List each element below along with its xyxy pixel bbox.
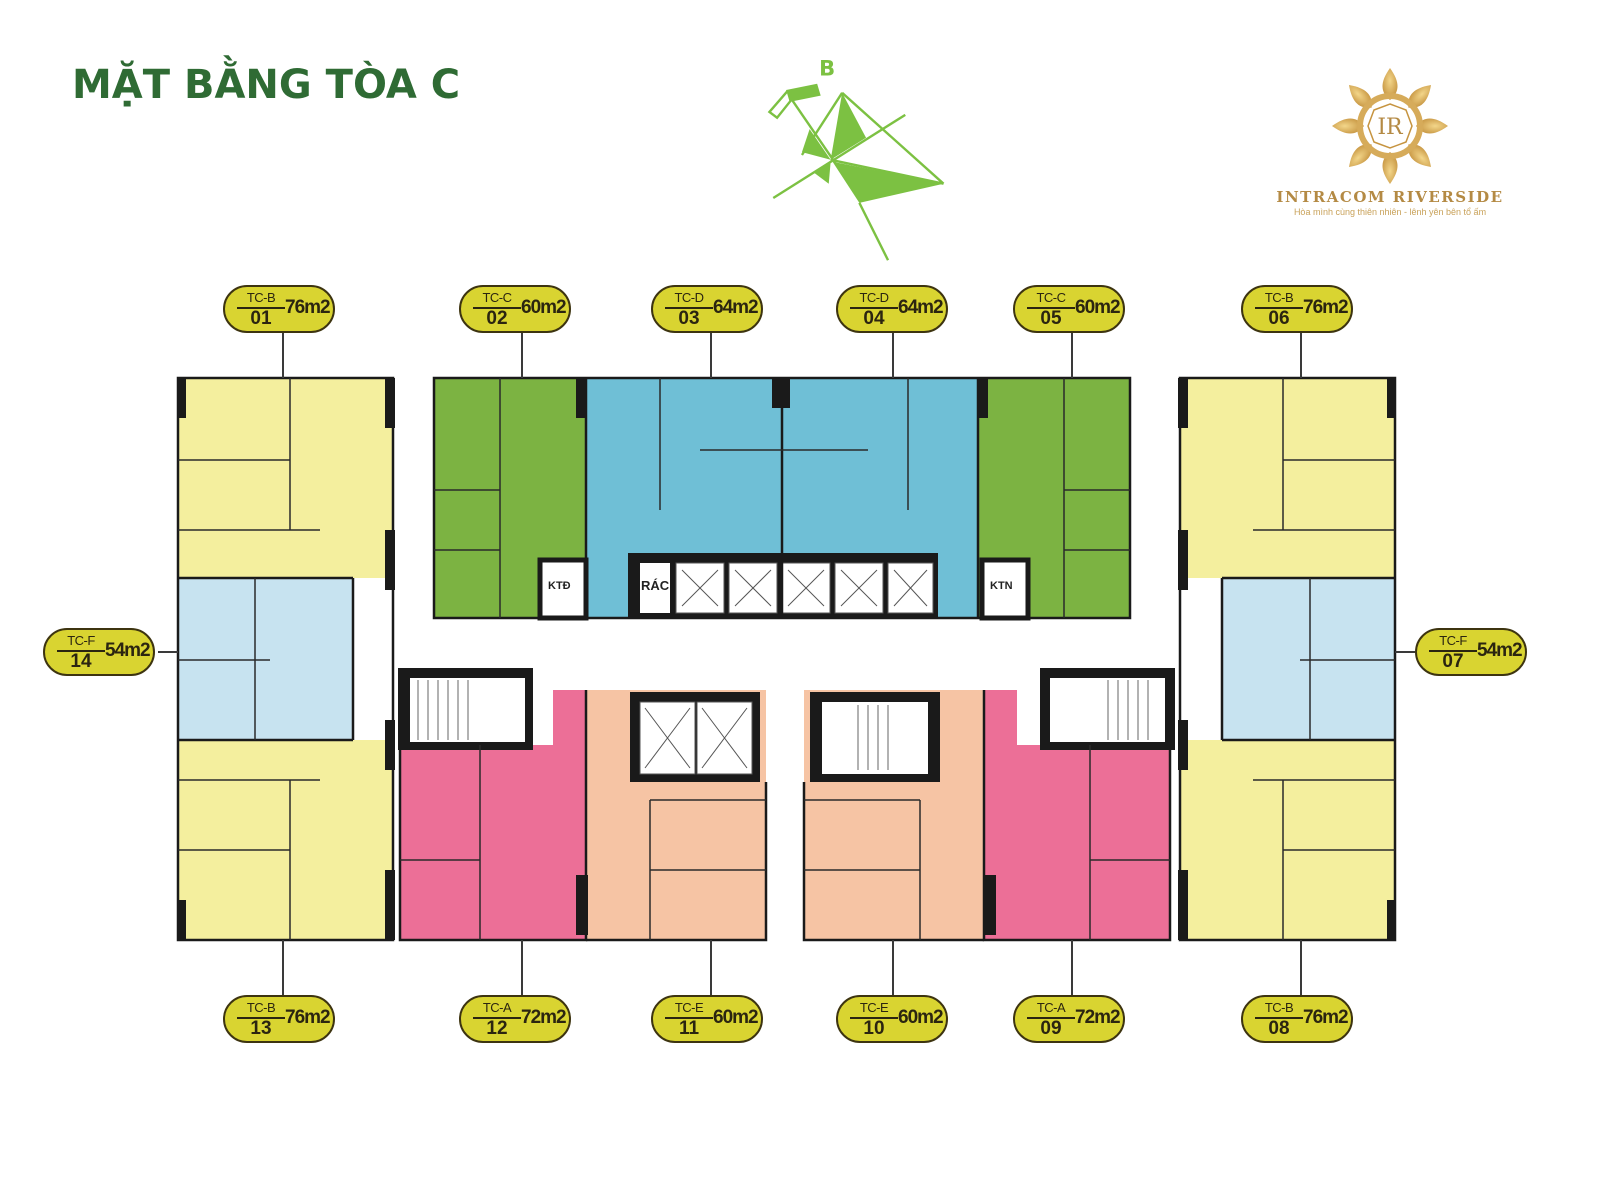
unit-area: 76m2 (285, 297, 331, 318)
unit-number: 04 (863, 308, 885, 329)
unit-type: TC-A (482, 1000, 512, 1015)
unit-area: 60m2 (521, 297, 567, 318)
brand-tagline: Hòa mình cùng thiên nhiên - lênh yên bên… (1293, 207, 1487, 217)
unit-badge-01[interactable]: TC-B 01 76m2 (223, 285, 335, 333)
unit-number: 08 (1268, 1018, 1290, 1039)
unit-badge-02[interactable]: TC-C 02 60m2 (459, 285, 571, 333)
unit-type: TC-B (1264, 1000, 1294, 1015)
brand-name: INTRACOM RIVERSIDE (1276, 188, 1504, 206)
unit-badge-06[interactable]: TC-B 06 76m2 (1241, 285, 1353, 333)
unit-number: 11 (678, 1018, 700, 1039)
unit-area: 76m2 (1303, 1007, 1349, 1028)
unit-14[interactable] (178, 578, 353, 740)
unit-badge-09[interactable]: TC-A 09 72m2 (1013, 995, 1125, 1043)
leader-09 (1071, 940, 1073, 995)
unit-area: 54m2 (1477, 640, 1523, 661)
unit-type: TC-F (1439, 633, 1467, 648)
unit-area: 64m2 (898, 297, 944, 318)
unit-badge-07[interactable]: TC-F 07 54m2 (1415, 628, 1527, 676)
unit-type: TC-A (1036, 1000, 1066, 1015)
units-fill (178, 378, 1395, 940)
unit-area: 72m2 (521, 1007, 567, 1028)
unit-07[interactable] (1222, 578, 1395, 740)
unit-type: TC-B (246, 1000, 276, 1015)
leader-08 (1300, 940, 1302, 995)
unit-area: 60m2 (1075, 297, 1121, 318)
unit-area: 60m2 (713, 1007, 759, 1028)
unit-number: 12 (486, 1018, 508, 1039)
water-room-label: KTN (990, 580, 1013, 592)
leader-05 (1071, 327, 1073, 378)
flower-emblem-icon: IR (1332, 68, 1448, 184)
unit-06[interactable] (1180, 378, 1395, 578)
unit-number: 02 (486, 308, 508, 329)
electric-room-label: KTĐ (548, 580, 571, 592)
unit-type: TC-D (859, 290, 889, 305)
water-room (979, 557, 1031, 621)
leader-02 (521, 327, 523, 378)
leader-07 (1395, 651, 1415, 653)
leader-03 (710, 327, 712, 378)
unit-number: 05 (1040, 308, 1062, 329)
unit-badge-08[interactable]: TC-B 08 76m2 (1241, 995, 1353, 1043)
unit-type: TC-B (246, 290, 276, 305)
unit-09[interactable] (984, 745, 1170, 940)
unit-area: 54m2 (105, 640, 151, 661)
trash-room-label: RÁC (641, 578, 670, 593)
unit-type: TC-C (1036, 290, 1066, 305)
unit-badge-04[interactable]: TC-D 04 64m2 (836, 285, 948, 333)
unit-area: 76m2 (1303, 297, 1349, 318)
leader-13 (282, 940, 284, 995)
unit-badge-03[interactable]: TC-D 03 64m2 (651, 285, 763, 333)
unit-type: TC-D (674, 290, 704, 305)
unit-area: 60m2 (898, 1007, 944, 1028)
unit-number: 13 (250, 1018, 272, 1039)
unit-number: 01 (250, 308, 272, 329)
unit-01[interactable] (178, 378, 393, 578)
leader-11 (710, 940, 712, 995)
unit-08[interactable] (1180, 740, 1395, 940)
leader-06 (1300, 327, 1302, 378)
brand-logo: IR INTRACOM RIVERSIDE Hòa mình cùng thiê… (1260, 66, 1520, 226)
unit-area: 76m2 (285, 1007, 331, 1028)
unit-type: TC-E (859, 1000, 889, 1015)
unit-number: 06 (1268, 308, 1290, 329)
unit-badge-10[interactable]: TC-E 10 60m2 (836, 995, 948, 1043)
unit-badge-12[interactable]: TC-A 12 72m2 (459, 995, 571, 1043)
unit-type: TC-B (1264, 290, 1294, 305)
unit-badge-05[interactable]: TC-C 05 60m2 (1013, 285, 1125, 333)
leader-12 (521, 940, 523, 995)
unit-number: 14 (70, 651, 92, 672)
unit-type: TC-E (674, 1000, 704, 1015)
unit-13[interactable] (178, 740, 393, 940)
unit-type: TC-F (67, 633, 95, 648)
leader-04 (892, 327, 894, 378)
compass-letter: B (819, 56, 835, 81)
compass-icon: B (735, 45, 955, 265)
unit-number: 07 (1442, 651, 1464, 672)
unit-area: 72m2 (1075, 1007, 1121, 1028)
unit-badge-13[interactable]: TC-B 13 76m2 (223, 995, 335, 1043)
unit-type: TC-C (482, 290, 512, 305)
unit-badge-14[interactable]: TC-F 14 54m2 (43, 628, 155, 676)
unit-number: 09 (1040, 1018, 1062, 1039)
unit-badge-11[interactable]: TC-E 11 60m2 (651, 995, 763, 1043)
leader-01 (282, 327, 284, 378)
leader-10 (892, 940, 894, 995)
page-title: MẶT BẰNG TÒA C (72, 62, 461, 108)
leader-14 (158, 651, 178, 653)
unit-number: 03 (678, 308, 700, 329)
unit-area: 64m2 (713, 297, 759, 318)
stairwell (398, 668, 1175, 782)
unit-12[interactable] (400, 745, 586, 940)
monogram: IR (1377, 115, 1404, 140)
unit-number: 10 (863, 1018, 885, 1039)
